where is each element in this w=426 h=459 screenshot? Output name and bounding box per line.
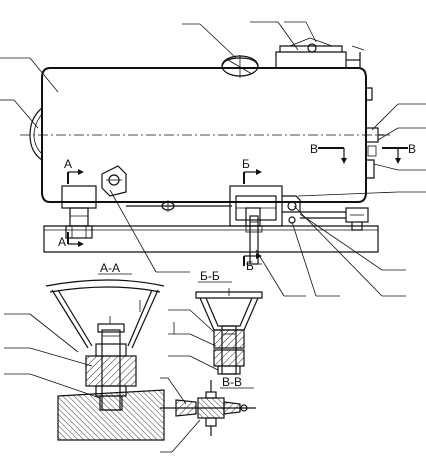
view-aa-saddle bbox=[45, 279, 165, 441]
leader-lines bbox=[0, 21, 426, 297]
drain-valve bbox=[126, 200, 232, 212]
section-marks bbox=[67, 147, 408, 266]
frame-beam bbox=[43, 225, 379, 253]
view-vv-fitting bbox=[160, 380, 256, 436]
view-vv-label: В-В bbox=[222, 375, 242, 389]
section-a-label-bottom: А bbox=[58, 235, 66, 249]
support-b bbox=[229, 185, 283, 227]
section-v-label-right: В bbox=[408, 142, 416, 156]
view-bb-leaders bbox=[168, 309, 219, 371]
right-fittings bbox=[365, 87, 384, 179]
section-b-label-bottom: Б bbox=[246, 259, 254, 273]
tank-body bbox=[20, 67, 392, 203]
section-b-label-top: Б bbox=[242, 157, 250, 171]
view-bb-label: Б-Б bbox=[200, 269, 220, 283]
bracket bbox=[101, 165, 127, 197]
section-v-label-left: В bbox=[310, 142, 318, 156]
filler-neck bbox=[275, 37, 365, 68]
tank-end-cap bbox=[29, 107, 43, 161]
view-aa-label: А-А bbox=[100, 261, 120, 275]
top-manhole bbox=[221, 55, 259, 78]
support-a bbox=[61, 185, 97, 239]
view-bb-saddle bbox=[195, 288, 263, 375]
section-a-label-top: А bbox=[64, 157, 72, 171]
view-vv-leaders bbox=[160, 377, 201, 453]
view-aa-leaders bbox=[4, 300, 141, 399]
